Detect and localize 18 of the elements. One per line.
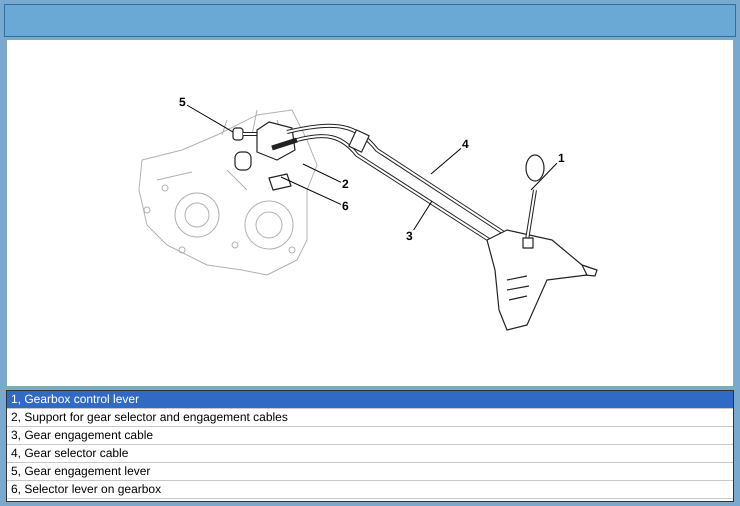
callout-number: 2 bbox=[341, 178, 350, 191]
list-row: 3, Gear engagement cable bbox=[7, 427, 733, 445]
list-row: 5, Gear engagement lever bbox=[7, 463, 733, 481]
leader-line bbox=[280, 176, 342, 205]
selected-list-row: 1, Gearbox control lever bbox=[7, 391, 733, 409]
leader-line bbox=[302, 164, 342, 183]
callout-number: 3 bbox=[405, 230, 414, 243]
leader-line bbox=[530, 162, 558, 190]
list-row: 6, Selector lever on gearbox bbox=[7, 481, 733, 499]
callout-number: 4 bbox=[461, 138, 470, 151]
leader-line bbox=[430, 148, 462, 174]
callout-number: 5 bbox=[178, 96, 187, 109]
leader-line bbox=[413, 200, 432, 230]
list-row: 4, Gear selector cable bbox=[7, 445, 733, 463]
leader-line bbox=[186, 104, 234, 132]
callout-number: 6 bbox=[341, 200, 350, 213]
callout-number: 1 bbox=[557, 152, 566, 165]
list-row: 2, Support for gear selector and engagement cables bbox=[7, 409, 733, 427]
